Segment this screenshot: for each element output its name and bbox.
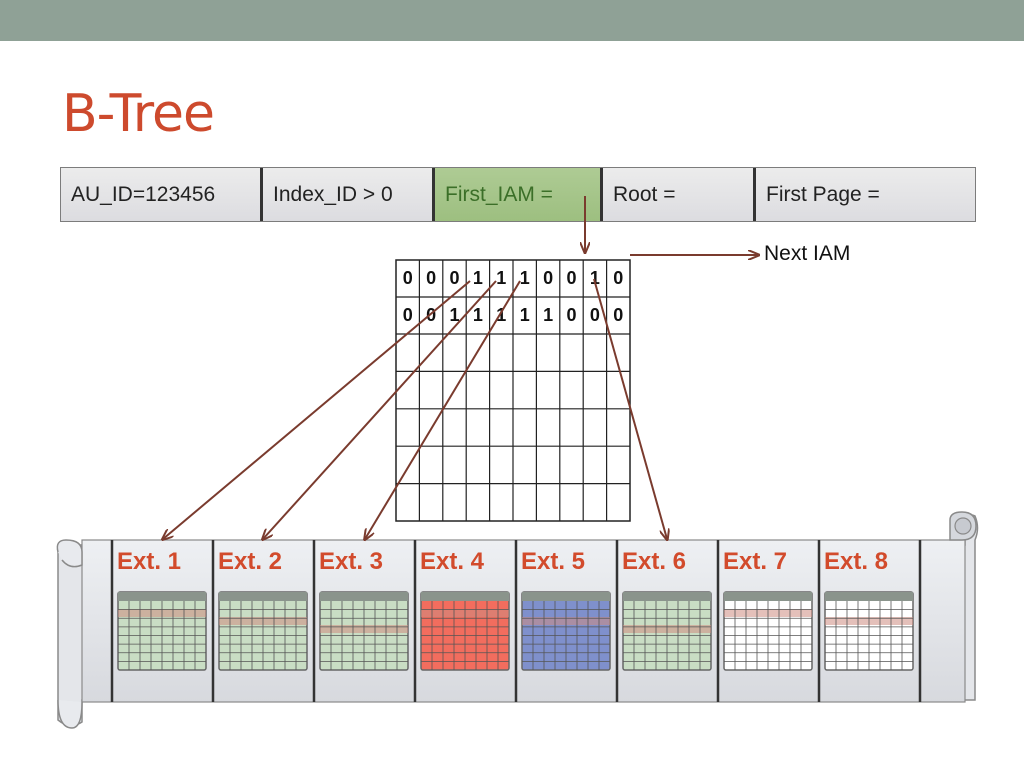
slide-title: B-Tree	[62, 84, 215, 144]
top-bar	[0, 0, 1024, 41]
extent-dividers	[110, 540, 922, 702]
thumbnail-header	[118, 592, 206, 601]
bitmap-bit: 0	[403, 268, 413, 288]
extent-thumbnail	[420, 591, 510, 671]
bitmap-bit: 0	[566, 305, 576, 325]
iam-bitmap-grid	[395, 259, 631, 522]
bitmap-bit: 0	[590, 305, 600, 325]
bitmap-bit: 1	[496, 305, 506, 325]
thumbnail-header	[320, 592, 408, 601]
bit-to-ext2-arrow	[263, 280, 497, 539]
bit-to-ext1-arrow	[163, 280, 471, 539]
extent-thumbnail	[218, 591, 308, 671]
bitmap-bit: 0	[449, 268, 459, 288]
bitmap-bit: 0	[403, 305, 413, 325]
first-iam-cell: First_IAM =	[432, 168, 600, 221]
bit-to-ext6-arrow	[593, 278, 667, 539]
extent-thumbnail	[521, 591, 611, 671]
bitmap-bit: 0	[613, 305, 623, 325]
thumbnail-header	[421, 592, 509, 601]
thumbnail-header	[825, 592, 913, 601]
first-page-cell: First Page =	[753, 168, 975, 221]
allocation-unit-header: AU_ID=123456 Index_ID > 0 First_IAM = Ro…	[60, 167, 976, 222]
thumbnail-header	[219, 592, 307, 601]
thumbnail-header	[623, 592, 711, 601]
bitmap-bit: 1	[496, 268, 506, 288]
bit-to-ext3-arrow	[365, 280, 521, 539]
extent-thumbnail	[824, 591, 914, 671]
bitmap-bit: 0	[613, 268, 623, 288]
bitmap-bit: 1	[543, 305, 553, 325]
extent-thumbnail	[319, 591, 409, 671]
index-id-cell: Index_ID > 0	[260, 168, 432, 221]
bitmap-bit: 1	[449, 305, 459, 325]
extent-thumbnail	[723, 591, 813, 671]
extent-label: Ext. 5	[521, 548, 586, 575]
pointer-arrows	[163, 196, 758, 539]
bitmap-bit: 0	[426, 305, 436, 325]
extent-label: Ext. 6	[622, 548, 687, 575]
extent-label: Ext. 2	[218, 548, 283, 575]
extent-page-thumbnails	[117, 591, 914, 671]
bitmap-bit: 1	[473, 305, 483, 325]
bitmap-bit: 1	[473, 268, 483, 288]
extent-label: Ext. 8	[824, 548, 889, 575]
extent-label: Ext. 4	[420, 548, 485, 575]
extent-label: Ext. 3	[319, 548, 384, 575]
bitmap-bit: 0	[566, 268, 576, 288]
thumbnail-header	[522, 592, 610, 601]
extent-label: Ext. 1	[117, 548, 182, 575]
extent-label: Ext. 7	[723, 548, 788, 575]
bitmap-bit: 1	[520, 305, 530, 325]
bitmap-bit: 1	[520, 268, 530, 288]
thumbnail-header	[724, 592, 812, 601]
bitmap-bit: 0	[426, 268, 436, 288]
extent-thumbnail	[622, 591, 712, 671]
bitmap-bit: 0	[543, 268, 553, 288]
bitmap-bit: 1	[590, 268, 600, 288]
extent-thumbnail	[117, 591, 207, 671]
next-iam-label: Next IAM	[764, 242, 851, 265]
au-id-cell: AU_ID=123456	[61, 168, 260, 221]
root-cell: Root =	[600, 168, 753, 221]
